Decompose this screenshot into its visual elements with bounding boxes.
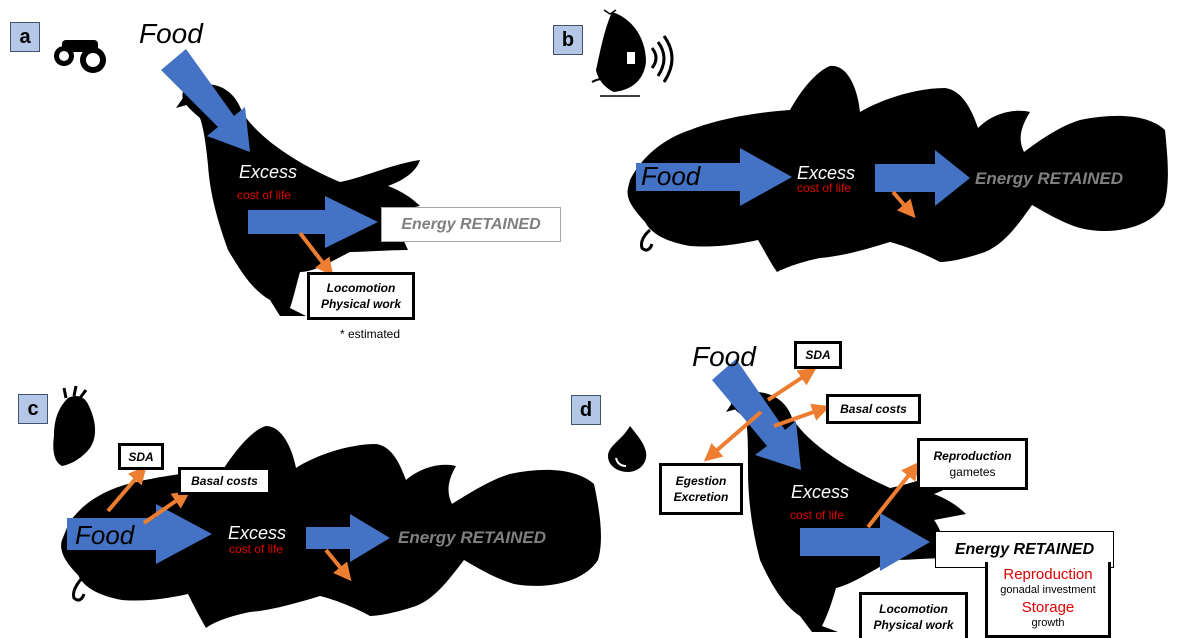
heart-icon	[53, 386, 95, 466]
excess-label-c: Excess	[228, 523, 286, 544]
growth-label-d: growth	[1031, 616, 1064, 630]
excess-label-d: Excess	[791, 482, 849, 503]
gonadal-investment-label-d: gonadal investment	[1000, 583, 1095, 597]
basal-costs-label-d: Basal costs	[840, 401, 907, 417]
egestion-label-d: Egestion	[676, 473, 727, 489]
reproduction-gametes-title-d: Reproduction	[934, 448, 1012, 464]
energy-retained-label-c: Energy RETAINED	[398, 528, 546, 548]
locomotion-label-a: Locomotion	[327, 280, 396, 296]
estimated-note-a: * estimated	[340, 327, 400, 341]
sda-box-d: SDA	[794, 341, 842, 369]
basal-costs-box-c: Basal costs	[178, 467, 271, 495]
sda-label-d: SDA	[805, 347, 830, 363]
food-label-d: Food	[692, 341, 756, 373]
cost-of-life-label-a: cost of life	[237, 188, 291, 202]
reproduction-label-d: Reproduction	[1003, 566, 1092, 583]
reproduction-gametes-box-d: Reproduction gametes	[917, 438, 1028, 490]
egestion-excretion-box-d: Egestion Excretion	[659, 463, 743, 515]
energy-retained-box-a: Energy RETAINED	[381, 207, 561, 242]
cost-of-life-label-c: cost of life	[229, 542, 283, 556]
basal-costs-label-c: Basal costs	[191, 473, 258, 489]
excess-label-a: Excess	[239, 162, 297, 183]
fish-acoustic-tag-icon	[592, 10, 672, 96]
gametes-label-d: gametes	[949, 464, 995, 480]
panel-label-a: a	[10, 22, 40, 52]
cost-of-life-label-d: cost of life	[790, 508, 844, 522]
storage-label-d: Storage	[1022, 599, 1075, 616]
sda-arrow-d	[768, 371, 812, 400]
water-drop-icon	[608, 426, 646, 472]
panel-label-b: b	[553, 25, 583, 55]
binoculars-icon	[54, 40, 106, 73]
excretion-label-d: Excretion	[674, 489, 729, 505]
energy-retained-label-d: Energy RETAINED	[955, 542, 1094, 558]
basal-costs-box-d: Basal costs	[826, 394, 921, 424]
locomotion-box-d: Locomotion Physical work	[859, 592, 968, 638]
locomotion-box-a: Locomotion Physical work	[307, 272, 415, 320]
food-label-a: Food	[139, 18, 203, 50]
energy-retained-label-b: Energy RETAINED	[975, 169, 1123, 189]
food-label-c: Food	[75, 520, 134, 551]
energy-retained-label-a: Energy RETAINED	[401, 217, 540, 233]
sda-box-c: SDA	[118, 443, 164, 470]
food-label-b: Food	[641, 161, 700, 192]
panel-label-c: c	[18, 394, 48, 424]
physical-work-label-d: Physical work	[873, 617, 953, 633]
cost-of-life-label-b: cost of life	[797, 181, 851, 195]
physical-work-label-a: Physical work	[321, 296, 401, 312]
sda-label-c: SDA	[128, 449, 153, 465]
reproduction-storage-box-d: Reproduction gonadal investment Storage …	[985, 562, 1111, 638]
locomotion-label-d: Locomotion	[879, 601, 948, 617]
panel-label-d: d	[571, 395, 601, 425]
